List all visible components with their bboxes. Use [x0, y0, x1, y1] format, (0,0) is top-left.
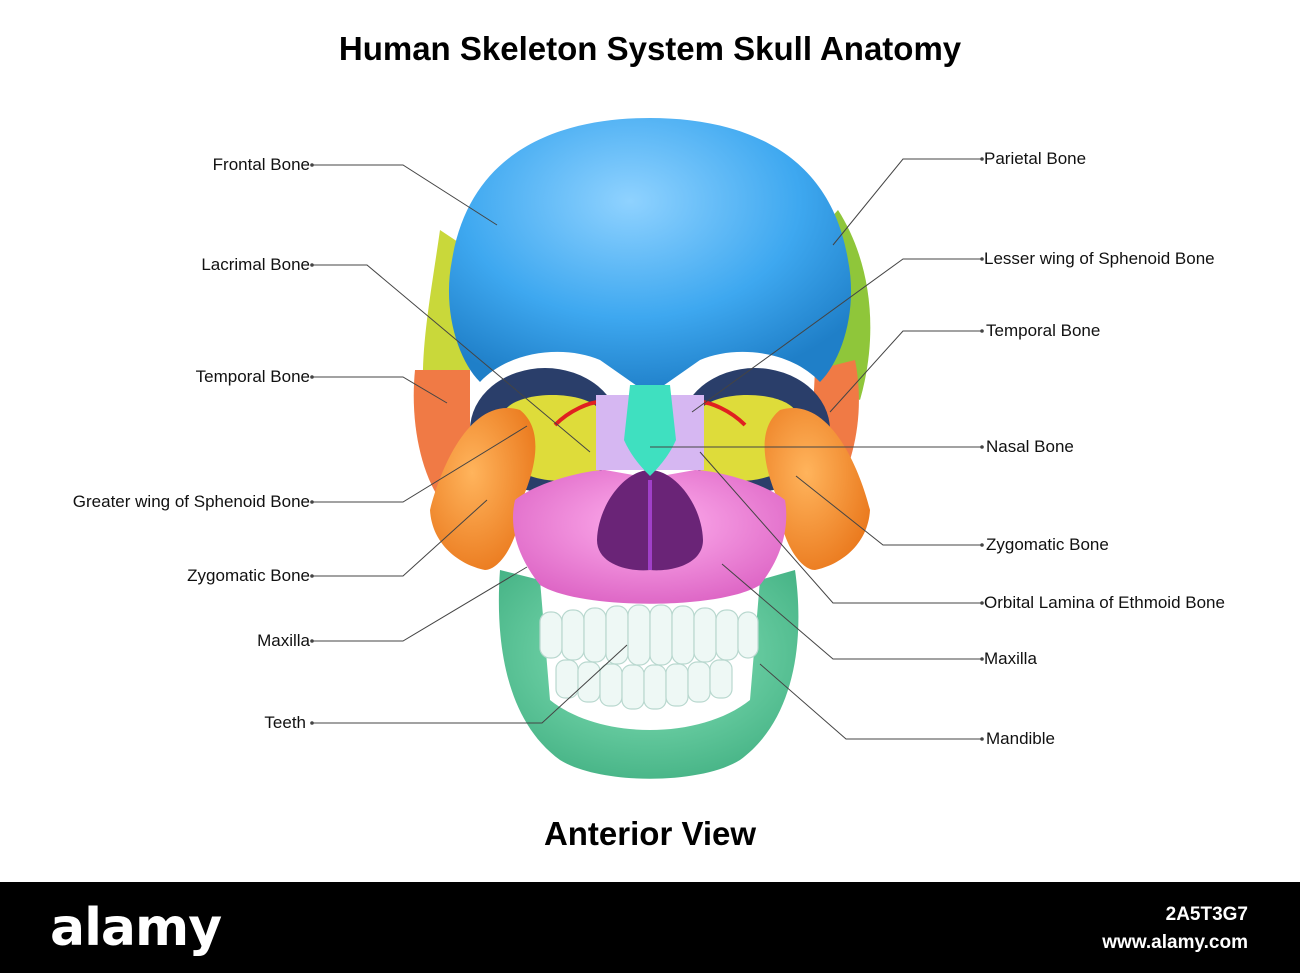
- leader-dots: [310, 157, 984, 741]
- label-frontal-bone: Frontal Bone: [212, 155, 310, 174]
- image-id: 2A5T3G7: [1165, 904, 1248, 925]
- label-mandible: Mandible: [986, 729, 1055, 748]
- diagram-title: Human Skeleton System Skull Anatomy: [338, 30, 962, 67]
- mandible-shape: [498, 570, 799, 779]
- stock-footer-bar: alamy 2A5T3G7 www.alamy.com: [0, 882, 1300, 973]
- skull-diagram: [310, 118, 984, 779]
- label-greater-wing-sphenoid: Greater wing of Sphenoid Bone: [72, 492, 310, 511]
- brand-logo: alamy: [50, 898, 222, 958]
- label-parietal-bone: Parietal Bone: [984, 149, 1087, 168]
- label-temporal-bone-left: Temporal Bone: [195, 367, 310, 386]
- zygomatic-bone-shape-right: [764, 408, 870, 570]
- site-url: www.alamy.com: [1102, 932, 1248, 953]
- label-teeth: Teeth: [264, 713, 306, 732]
- label-maxilla-left: Maxilla: [257, 631, 310, 650]
- label-zygomatic-bone-left: Zygomatic Bone: [187, 566, 310, 585]
- label-orbital-lamina-ethmoid: Orbital Lamina of Ethmoid Bone: [984, 593, 1225, 612]
- nasal-bone-shape: [624, 385, 676, 476]
- label-lesser-wing-sphenoid: Lesser wing of Sphenoid Bone: [984, 249, 1215, 268]
- leader-lines: [312, 158, 982, 740]
- label-nasal-bone: Nasal Bone: [986, 437, 1074, 456]
- view-title: Anterior View: [543, 815, 757, 852]
- label-zygomatic-bone-right: Zygomatic Bone: [986, 535, 1109, 554]
- label-temporal-bone-right: Temporal Bone: [986, 321, 1101, 340]
- frontal-bone-shape: [448, 118, 852, 395]
- zygomatic-bone-shape-left: [430, 408, 536, 570]
- label-lacrimal-bone: Lacrimal Bone: [201, 255, 310, 274]
- label-maxilla-right: Maxilla: [984, 649, 1037, 668]
- teeth-shape: [539, 604, 759, 710]
- illustration-area: Human Skeleton System Skull Anatomy Fron…: [72, 30, 1225, 852]
